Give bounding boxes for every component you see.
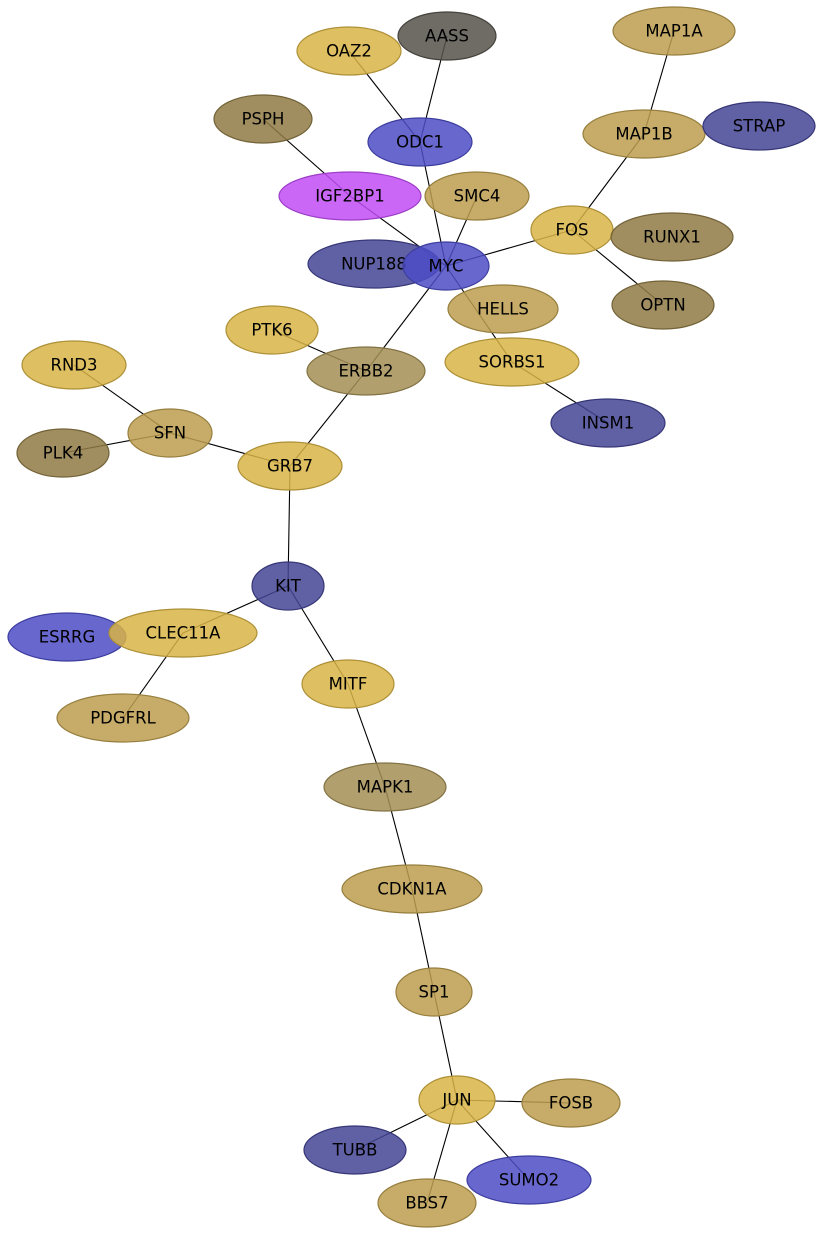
node-hells-ellipse: [447, 284, 559, 334]
node-esrrg: ESRRG: [7, 612, 127, 662]
node-kit: KIT: [251, 561, 325, 611]
node-myc: MYC: [402, 241, 490, 291]
node-odc1: ODC1: [367, 117, 473, 167]
node-odc1-ellipse: [367, 117, 473, 167]
node-insm1: INSM1: [550, 398, 666, 448]
node-jun: JUN: [418, 1075, 496, 1125]
node-map1b: MAP1B: [582, 109, 706, 159]
node-plk4: PLK4: [16, 428, 110, 478]
node-sp1: SP1: [395, 967, 473, 1017]
node-mitf: MITF: [301, 659, 395, 709]
node-bbs7-ellipse: [377, 1178, 477, 1228]
node-grb7-ellipse: [237, 441, 343, 491]
node-sp1-ellipse: [395, 967, 473, 1017]
node-erbb2-ellipse: [306, 346, 426, 396]
node-hells: HELLS: [447, 284, 559, 334]
node-cdkn1a-ellipse: [341, 864, 483, 914]
node-map1a: MAP1A: [612, 6, 736, 56]
node-tubb-ellipse: [303, 1125, 407, 1175]
node-fosb: FOSB: [521, 1078, 621, 1128]
node-sumo2: SUMO2: [466, 1155, 592, 1205]
node-jun-ellipse: [418, 1075, 496, 1125]
node-pdgfrl: PDGFRL: [56, 693, 190, 743]
node-ptk6-ellipse: [225, 305, 319, 355]
node-kit-ellipse: [251, 561, 325, 611]
node-sorbs1-ellipse: [444, 337, 580, 387]
node-map1b-ellipse: [582, 109, 706, 159]
node-clec11a-ellipse: [108, 608, 258, 658]
node-optn: OPTN: [611, 280, 715, 330]
node-fos: FOS: [530, 205, 614, 255]
node-aass: AASS: [397, 11, 497, 61]
node-sumo2-ellipse: [466, 1155, 592, 1205]
node-insm1-ellipse: [550, 398, 666, 448]
node-optn-ellipse: [611, 280, 715, 330]
node-bbs7: BBS7: [377, 1178, 477, 1228]
node-mitf-ellipse: [301, 659, 395, 709]
node-oaz2: OAZ2: [296, 26, 402, 76]
node-rnd3-ellipse: [21, 340, 127, 390]
node-igf2bp1: IGF2BP1: [278, 171, 422, 221]
node-erbb2: ERBB2: [306, 346, 426, 396]
node-fosb-ellipse: [521, 1078, 621, 1128]
node-tubb: TUBB: [303, 1125, 407, 1175]
node-mapk1-ellipse: [323, 762, 447, 812]
node-psph-ellipse: [213, 94, 313, 144]
node-plk4-ellipse: [16, 428, 110, 478]
node-grb7: GRB7: [237, 441, 343, 491]
node-psph: PSPH: [213, 94, 313, 144]
node-clec11a: CLEC11A: [108, 608, 258, 658]
node-map1a-ellipse: [612, 6, 736, 56]
node-sfn-ellipse: [127, 408, 213, 458]
node-igf2bp1-ellipse: [278, 171, 422, 221]
node-myc-ellipse: [402, 241, 490, 291]
node-runx1: RUNX1: [610, 212, 734, 262]
node-ptk6: PTK6: [225, 305, 319, 355]
node-mapk1: MAPK1: [323, 762, 447, 812]
node-sfn: SFN: [127, 408, 213, 458]
node-rnd3: RND3: [21, 340, 127, 390]
node-aass-ellipse: [397, 11, 497, 61]
node-runx1-ellipse: [610, 212, 734, 262]
node-esrrg-ellipse: [7, 612, 127, 662]
node-cdkn1a: CDKN1A: [341, 864, 483, 914]
node-sorbs1: SORBS1: [444, 337, 580, 387]
node-strap: STRAP: [702, 101, 816, 151]
node-pdgfrl-ellipse: [56, 693, 190, 743]
node-smc4-ellipse: [424, 171, 530, 221]
node-oaz2-ellipse: [296, 26, 402, 76]
node-smc4: SMC4: [424, 171, 530, 221]
node-fos-ellipse: [530, 205, 614, 255]
node-strap-ellipse: [702, 101, 816, 151]
